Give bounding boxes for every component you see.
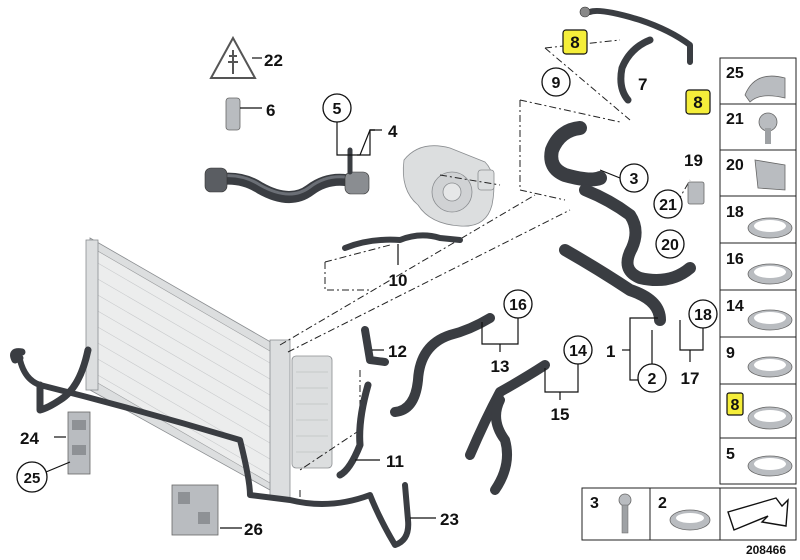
label-16: 16 xyxy=(509,297,527,314)
label-3: 3 xyxy=(630,171,639,188)
panel-label-14: 14 xyxy=(726,298,744,315)
label-4: 4 xyxy=(388,122,398,141)
panel-label-25: 25 xyxy=(726,65,744,82)
callout-labels: 22 6 5 4 8 8 9 7 3 19 21 20 xyxy=(16,29,718,539)
label-11: 11 xyxy=(386,452,404,471)
label-26: 26 xyxy=(244,520,263,539)
label-10: 10 xyxy=(389,271,408,290)
hoses xyxy=(10,6,696,548)
bottom-parts-panel: 3 2 xyxy=(581,487,797,541)
label-20: 20 xyxy=(661,237,679,254)
panel-label-21: 21 xyxy=(726,111,744,128)
label-23: 23 xyxy=(440,510,459,529)
label-17: 17 xyxy=(681,369,700,388)
mounting-brackets xyxy=(67,411,219,536)
label-8-right: 8 xyxy=(693,93,702,112)
label-22: 22 xyxy=(264,51,283,70)
label-12: 12 xyxy=(388,342,407,361)
bottom-label-3: 3 xyxy=(590,495,599,512)
radiator xyxy=(85,237,291,501)
panel-label-8: 8 xyxy=(731,397,740,414)
panel-label-9: 9 xyxy=(726,345,735,362)
auxiliary-cooler xyxy=(291,355,333,469)
panel-label-5: 5 xyxy=(726,446,735,463)
label-15: 15 xyxy=(551,405,570,424)
side-parts-panel: 25 21 20 18 16 14 9 8 5 xyxy=(719,57,797,485)
image-id-label: 208466 xyxy=(746,543,786,557)
label-14: 14 xyxy=(569,343,587,360)
label-13: 13 xyxy=(491,357,510,376)
label-8-top: 8 xyxy=(570,33,579,52)
label-18: 18 xyxy=(694,307,712,324)
label-2: 2 xyxy=(648,371,657,388)
water-pump-housing xyxy=(402,145,495,227)
bottom-label-2: 2 xyxy=(658,495,667,512)
label-6: 6 xyxy=(266,101,275,120)
label-25: 25 xyxy=(24,470,41,487)
label-7: 7 xyxy=(638,75,647,94)
label-21: 21 xyxy=(659,197,677,214)
label-24: 24 xyxy=(20,429,39,448)
panel-label-18: 18 xyxy=(726,204,744,221)
label-1: 1 xyxy=(606,342,615,361)
sensor-connector xyxy=(209,35,257,131)
label-5: 5 xyxy=(333,101,342,118)
arrow-icon xyxy=(727,497,789,531)
panel-label-20: 20 xyxy=(726,157,744,174)
label-9: 9 xyxy=(552,75,561,92)
panel-label-16: 16 xyxy=(726,251,744,268)
label-19: 19 xyxy=(684,151,703,170)
